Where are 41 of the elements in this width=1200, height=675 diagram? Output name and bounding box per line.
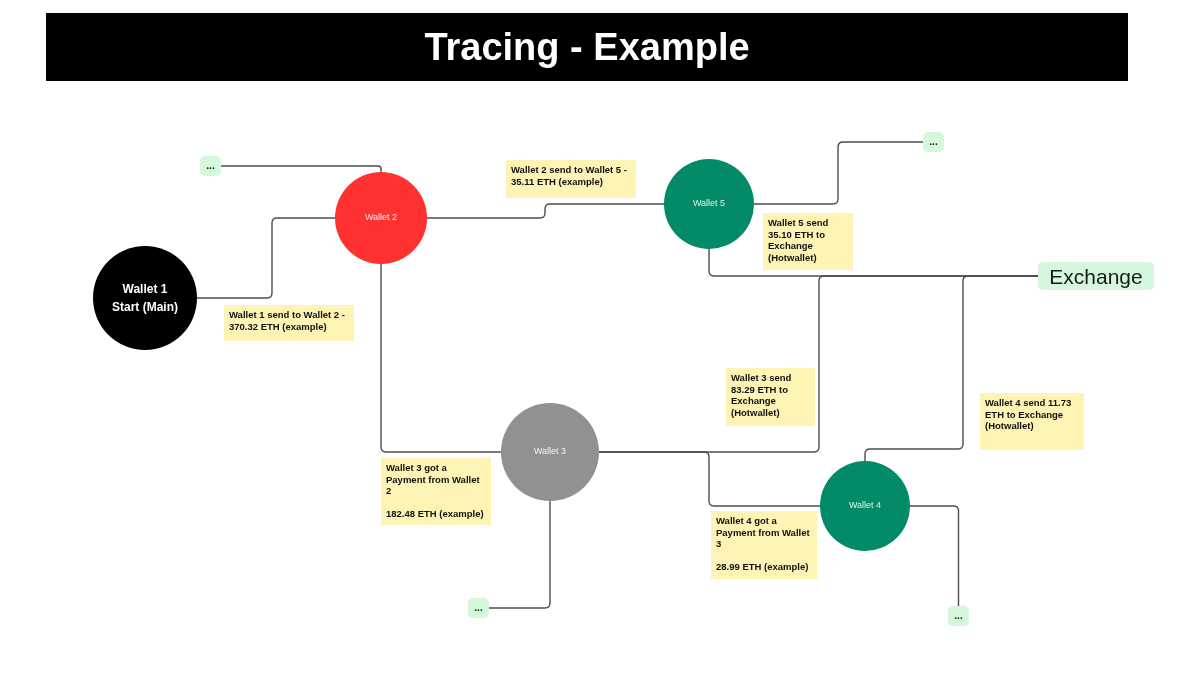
sticky-note bbox=[726, 368, 815, 426]
note-text: Wallet 3 got a Payment from Wallet 2 bbox=[386, 462, 481, 497]
note-text: 28.99 ETH (example) bbox=[716, 560, 810, 573]
sticky-note bbox=[506, 160, 636, 198]
ellipsis-box bbox=[948, 606, 969, 626]
note-text: Wallet 4 send 11.73 ETH to Exchange (Hotwallet) bbox=[985, 397, 1073, 432]
node-label: ... bbox=[474, 603, 483, 613]
connector-line bbox=[426, 203, 665, 219]
node-label: Wallet 1 bbox=[122, 281, 168, 298]
note-text: Wallet 2 send to Wallet 5 - 35.11 ETH (example) bbox=[511, 164, 628, 188]
note-text: Wallet 1 send to Wallet 2 - 370.32 ETH (example) bbox=[229, 309, 346, 333]
connector-line bbox=[196, 217, 336, 299]
node-label: Exchange bbox=[1049, 265, 1143, 287]
connector-line bbox=[380, 263, 502, 453]
sticky-note bbox=[711, 511, 817, 579]
sticky-note bbox=[763, 213, 853, 270]
note-text: 182.48 ETH (example) bbox=[386, 507, 485, 520]
connector-line bbox=[488, 500, 551, 609]
ellipsis-box bbox=[468, 598, 489, 618]
node-label: ... bbox=[954, 611, 963, 621]
ellipsis-box bbox=[200, 156, 221, 176]
ellipsis-box bbox=[923, 132, 944, 152]
note-text: Wallet 5 send 35.10 ETH to Exchange (Hotwallet) bbox=[768, 217, 830, 264]
note-text: Wallet 3 send 83.29 ETH to Exchange (Hotwallet) bbox=[731, 372, 793, 419]
node-label: ... bbox=[206, 161, 215, 171]
connector-line bbox=[753, 141, 924, 205]
node-label: ... bbox=[929, 137, 938, 147]
connector-line bbox=[598, 451, 821, 507]
node-label: Wallet 5 bbox=[692, 197, 726, 211]
exchange-box bbox=[1038, 262, 1154, 290]
node-label: Wallet 4 bbox=[848, 499, 882, 513]
node-label: Wallet 3 bbox=[533, 445, 567, 459]
title-banner: Tracing - Example bbox=[46, 13, 1128, 81]
connector-line bbox=[909, 505, 960, 607]
node-label: Start (Main) bbox=[112, 299, 178, 316]
sticky-note bbox=[381, 458, 491, 525]
node-label: Wallet 2 bbox=[364, 211, 398, 225]
note-text: Wallet 4 got a Payment from Wallet 3 bbox=[716, 515, 811, 550]
sticky-note bbox=[980, 393, 1084, 450]
sticky-note bbox=[224, 305, 354, 341]
connector-line bbox=[864, 275, 1039, 462]
